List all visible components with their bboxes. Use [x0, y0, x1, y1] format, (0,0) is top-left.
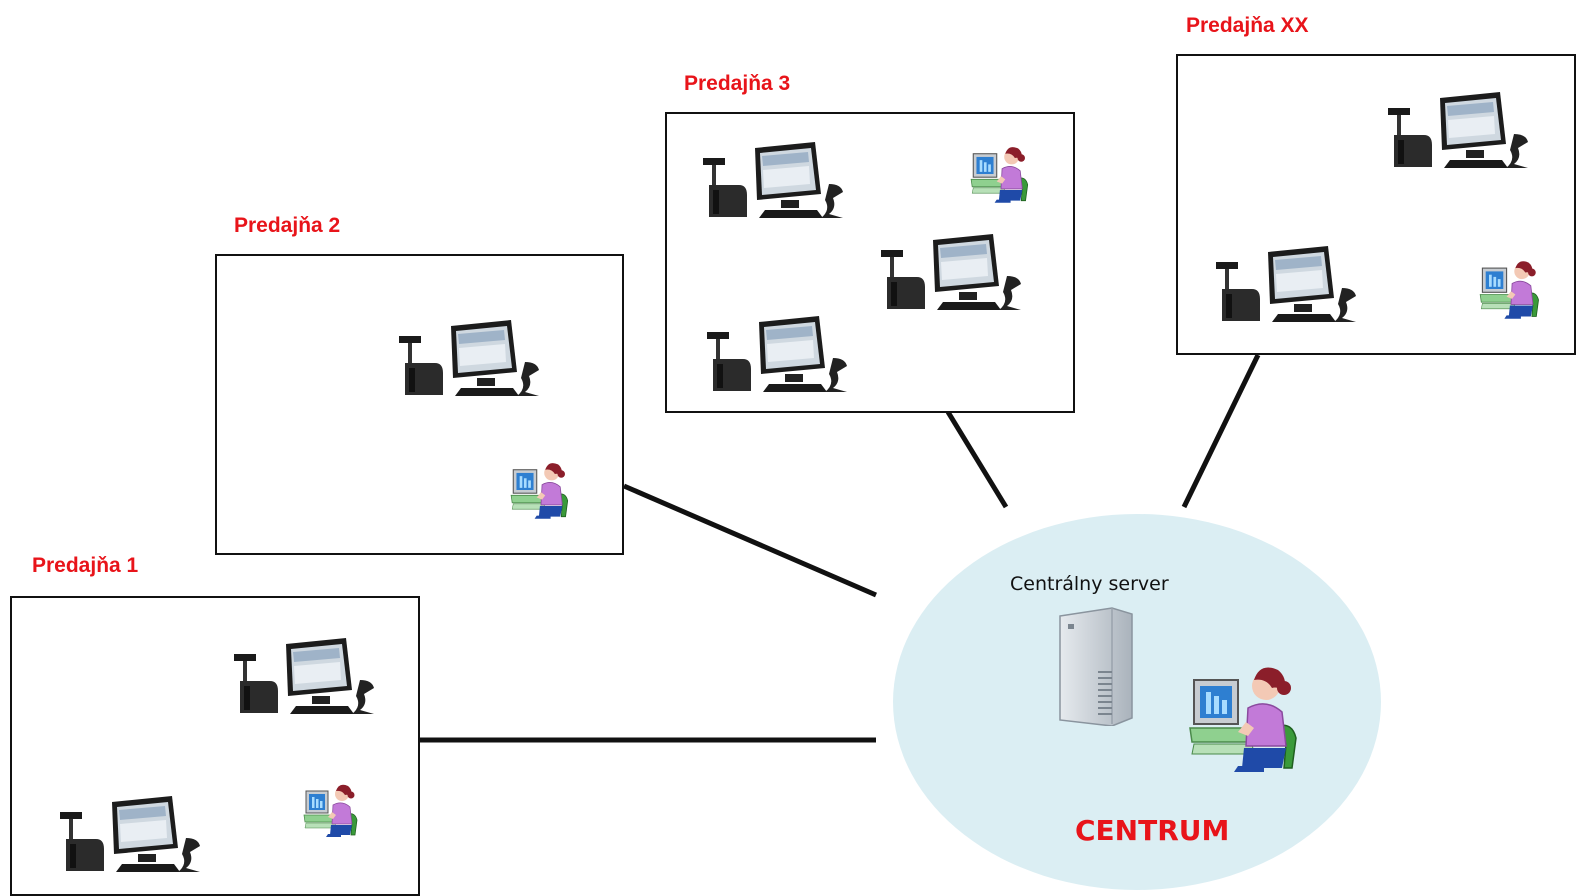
- user-workstation-icon: [1186, 658, 1306, 778]
- center-title: CENTRUM: [1075, 814, 1230, 847]
- pos-terminal-icon: [56, 794, 216, 874]
- store-3-label: Predajňa 3: [684, 72, 791, 95]
- store-2-box: [215, 254, 624, 555]
- user-workstation-icon: [509, 458, 573, 522]
- pos-terminal-icon: [877, 232, 1037, 312]
- server-tower-icon: [1059, 607, 1133, 726]
- center-ellipse: [893, 514, 1381, 890]
- store-2-label: Predajňa 2: [234, 214, 341, 237]
- server-label: Centrálny server: [1010, 573, 1169, 595]
- user-workstation-icon: [302, 780, 362, 840]
- pos-terminal-icon: [395, 318, 555, 398]
- user-workstation-icon: [1478, 256, 1544, 322]
- user-workstation-icon: [969, 142, 1033, 206]
- store-3-box: [665, 112, 1075, 413]
- store-1-box: [10, 596, 420, 896]
- pos-terminal-icon: [1384, 90, 1544, 170]
- store-xx-label: Predajňa XX: [1186, 14, 1309, 37]
- store-xx-box: [1176, 54, 1576, 355]
- pos-terminal-icon: [230, 636, 390, 716]
- link-store-xx: [1181, 353, 1261, 509]
- store-1-label: Predajňa 1: [32, 554, 139, 577]
- pos-terminal-icon: [703, 314, 863, 394]
- link-store-2: [623, 483, 877, 598]
- link-store-3: [945, 410, 1009, 509]
- pos-terminal-icon: [699, 140, 859, 220]
- pos-terminal-icon: [1212, 244, 1372, 324]
